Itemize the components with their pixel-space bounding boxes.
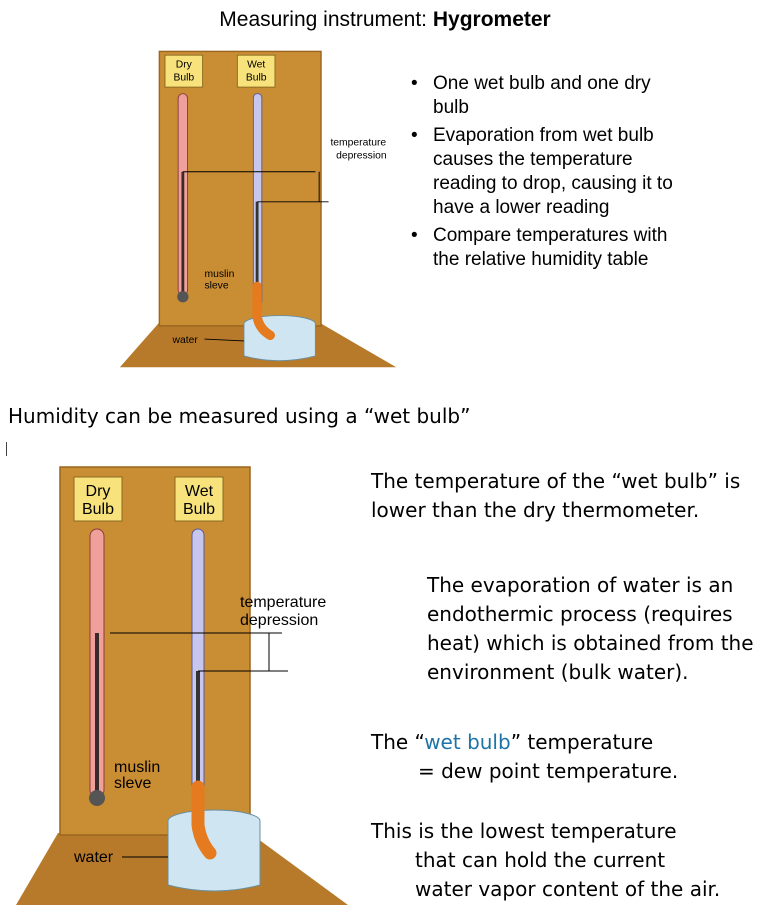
muslin-sleeve	[252, 281, 275, 340]
dry-label-line1: Dry	[86, 483, 111, 500]
dew-point-text-start: The “	[371, 730, 425, 754]
page-title: Measuring instrument: Hygrometer	[0, 8, 770, 32]
muslin-label-2: sleve	[204, 280, 228, 291]
water-label: water	[73, 849, 114, 866]
wet-label-line2: Bulb	[183, 501, 215, 518]
depression-label-1: temperature	[330, 137, 386, 148]
dry-label-box	[73, 476, 123, 522]
dew-point-equation: = dew point temperature.	[418, 759, 679, 783]
depression-label-2: depression	[336, 151, 387, 162]
dew-point-text-end: ” temperature	[510, 730, 654, 754]
lowest-temp-line1: This is the lowest temperature	[371, 819, 677, 843]
muslin-sleeve	[191, 780, 217, 860]
muslin-label-1: muslin	[204, 269, 234, 280]
muslin-label-2: sleve	[114, 775, 151, 792]
depression-label-1: temperature	[240, 594, 326, 611]
caption: Humidity can be measured using a “wet bu…	[8, 404, 471, 428]
bullet-list: One wet bulb and one dry bulb Evaporatio…	[405, 72, 675, 276]
hygrometer-diagram-top: Dry Bulb Wet Bulb temperature depression…	[119, 50, 397, 368]
wet-label-box	[236, 54, 276, 88]
bullet-item: Compare temperatures with the relative h…	[405, 224, 675, 272]
wet-bulb-highlight: wet bulb	[424, 730, 511, 754]
wet-label-box	[174, 476, 224, 522]
paragraph-dew-point: The “wet bulb” temperature = dew point t…	[371, 728, 751, 786]
wet-label-line2: Bulb	[246, 73, 267, 84]
dry-bulb	[89, 790, 105, 806]
dry-label-line1: Dry	[176, 59, 193, 70]
backboard	[59, 466, 251, 836]
wet-label-line1: Wet	[247, 59, 265, 70]
muslin-label-1: muslin	[114, 759, 160, 776]
bullet-item: One wet bulb and one dry bulb	[405, 72, 675, 120]
paragraph-lowest-temperature: This is the lowest temperature that can …	[371, 817, 761, 904]
bullet-item: Evaporation from wet bulb causes the tem…	[405, 124, 675, 220]
paragraph-endothermic: The evaporation of water is an endotherm…	[427, 573, 754, 684]
dry-label-line2: Bulb	[173, 73, 194, 84]
water-pointer	[204, 338, 244, 342]
water-label: water	[172, 335, 199, 346]
lowest-temp-line2: that can hold the current	[415, 848, 666, 872]
water-cup	[243, 324, 316, 362]
hygrometer-diagram-bottom: Dry Bulb Wet Bulb temperature depression…	[16, 466, 348, 905]
title-bold: Hygrometer	[432, 8, 551, 31]
dry-label-box	[164, 54, 204, 88]
dry-label-line2: Bulb	[82, 501, 114, 518]
depression-label-2: depression	[240, 612, 318, 629]
text-cursor	[6, 442, 7, 456]
dry-bulb	[177, 291, 189, 303]
lowest-temp-line3: water vapor content of the air.	[415, 877, 721, 901]
paragraph-wet-bulb-lower: The temperature of the “wet bulb” is low…	[371, 469, 741, 522]
title-prefix: Measuring instrument:	[219, 8, 433, 31]
wet-label-line1: Wet	[185, 483, 214, 500]
